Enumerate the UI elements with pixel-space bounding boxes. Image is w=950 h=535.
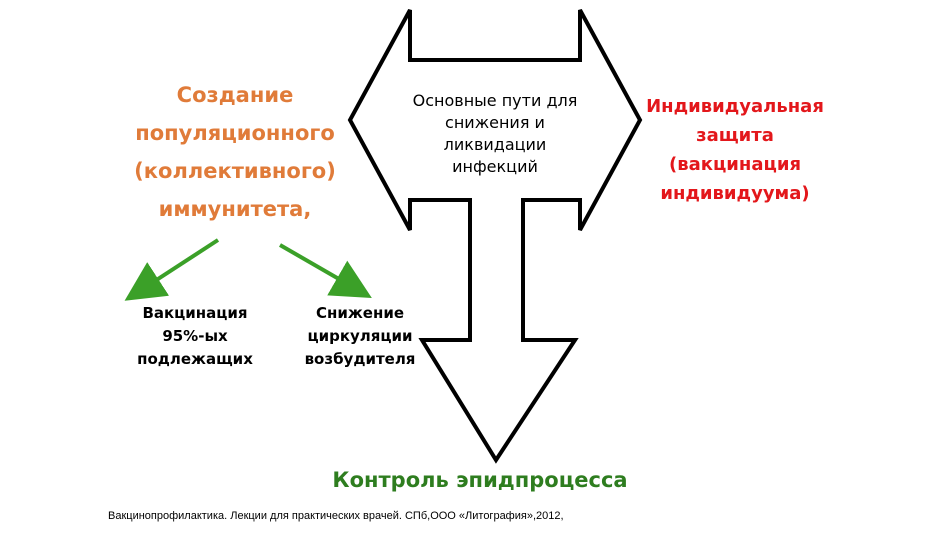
- right-line: индивидуума): [660, 183, 810, 204]
- footnote: Вакцинопрофилактика. Лекции для практиче…: [108, 510, 564, 522]
- left-line: иммунитета,: [158, 197, 312, 221]
- sub-left-line: 95%-ых: [162, 327, 228, 345]
- center-line: инфекций: [452, 157, 538, 176]
- left-line: популяционного: [135, 121, 335, 145]
- sub-left-line: подлежащих: [137, 350, 253, 368]
- center-text: Основные пути для снижения и ликвидации …: [395, 90, 595, 178]
- right-line: защита: [696, 125, 774, 146]
- center-line: снижения и: [445, 113, 545, 132]
- center-line: Основные пути для: [412, 91, 578, 110]
- right-text: Индивидуальная защита (вакцинация индиви…: [630, 92, 840, 208]
- sub-right-text: Снижение циркуляции возбудителя: [290, 302, 430, 371]
- bottom-label: Контроль эпидпроцесса: [332, 468, 628, 492]
- left-line: Создание: [176, 83, 294, 107]
- sub-right-line: циркуляции: [307, 327, 413, 345]
- green-arrow-right: [279, 243, 372, 298]
- right-line: Индивидуальная: [646, 96, 824, 117]
- left-line: (коллективного): [134, 159, 336, 183]
- right-line: (вакцинация: [668, 154, 802, 175]
- sub-left-text: Вакцинация 95%-ых подлежащих: [125, 302, 265, 371]
- left-text: Создание популяционного (коллективного) …: [120, 76, 350, 228]
- three-way-block-arrow: [347, 9, 643, 464]
- sub-right-line: возбудителя: [304, 350, 416, 368]
- sub-right-line: Снижение: [315, 304, 405, 322]
- green-arrow-left: [124, 238, 220, 301]
- sub-left-line: Вакцинация: [142, 304, 248, 322]
- center-line: ликвидации: [443, 135, 547, 154]
